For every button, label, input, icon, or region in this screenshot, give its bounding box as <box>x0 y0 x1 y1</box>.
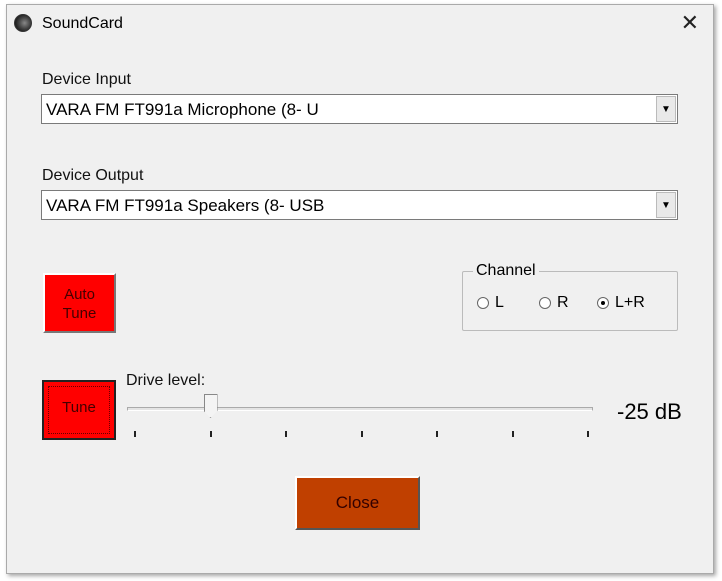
radio-checked-icon <box>597 297 609 309</box>
chevron-down-icon[interactable]: ▼ <box>656 96 676 122</box>
radio-icon <box>539 297 551 309</box>
channel-radio-l[interactable]: L <box>477 294 504 312</box>
radio-label: L+R <box>615 294 645 311</box>
slider-tick <box>511 431 514 437</box>
title-bar: SoundCard ✕ <box>7 5 713 43</box>
slider-tick <box>360 431 363 437</box>
device-output-value: VARA FM FT991a Speakers (8- USB <box>46 196 325 215</box>
drive-level-slider-thumb[interactable] <box>203 394 218 418</box>
speaker-icon <box>14 14 32 32</box>
auto-tune-button[interactable]: Auto Tune <box>43 273 116 333</box>
auto-tune-label-1: Auto <box>64 286 95 303</box>
channel-label: Channel <box>473 262 539 280</box>
drive-level-track[interactable] <box>127 407 593 411</box>
auto-tune-label-2: Tune <box>62 305 97 322</box>
device-input-value: VARA FM FT991a Microphone (8- U <box>46 100 319 119</box>
tune-button[interactable]: Tune <box>42 380 116 440</box>
tune-label: Tune <box>62 399 96 416</box>
radio-label: R <box>557 294 569 311</box>
soundcard-dialog: SoundCard ✕ Device Input VARA FM FT991a … <box>6 4 714 574</box>
slider-tick <box>285 431 287 437</box>
close-icon[interactable]: ✕ <box>680 10 699 35</box>
radio-label: L <box>495 294 504 311</box>
slider-tick <box>436 431 438 437</box>
device-output-label: Device Output <box>42 167 144 184</box>
channel-radio-r[interactable]: R <box>539 294 569 312</box>
device-input-select[interactable]: VARA FM FT991a Microphone (8- U ▼ <box>41 94 678 124</box>
channel-radio-lr[interactable]: L+R <box>597 294 645 312</box>
drive-level-value: -25 dB <box>617 399 682 424</box>
channel-group: Channel L R L+R <box>462 262 678 331</box>
window-title: SoundCard <box>42 15 123 32</box>
chevron-down-icon[interactable]: ▼ <box>656 192 676 218</box>
drive-level-label: Drive level: <box>126 372 206 389</box>
device-input-label: Device Input <box>42 71 131 88</box>
close-button-label: Close <box>335 493 380 512</box>
close-button[interactable]: Close <box>295 476 420 530</box>
slider-tick <box>134 431 136 437</box>
slider-tick <box>587 431 589 437</box>
slider-tick <box>209 431 212 437</box>
radio-icon <box>477 297 489 309</box>
device-output-select[interactable]: VARA FM FT991a Speakers (8- USB ▼ <box>41 190 678 220</box>
